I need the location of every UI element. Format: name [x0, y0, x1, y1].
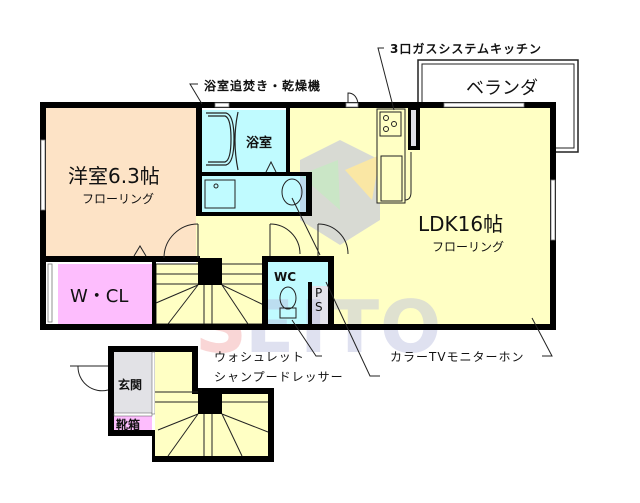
bathroom-floor	[202, 110, 286, 172]
callout-washlet: ウォシュレット	[214, 350, 305, 364]
washing-machine-pan	[281, 178, 321, 256]
kitchen-pillar	[411, 110, 416, 146]
callout-system-kitchen: 3口ガスシステムキッチン	[390, 42, 542, 56]
western-room-floor	[46, 108, 196, 258]
wcl-floor	[58, 264, 152, 324]
callout-leaders	[189, 47, 553, 377]
ldk-label: LDK16帖	[418, 212, 504, 236]
western-room-floor-type: フローリング	[82, 192, 155, 206]
callout-bath-dryer: 浴室追焚き・乾燥機	[204, 79, 322, 93]
callout-shampoo-dresser: シャンプードレッサー	[214, 370, 344, 384]
windows	[40, 102, 556, 323]
bathtub	[206, 111, 239, 171]
wcl-label: W・CL	[70, 286, 129, 307]
entrance-label: 玄関	[118, 378, 143, 392]
stairs-core	[198, 258, 222, 285]
ldk-floor-type: フローリング	[432, 240, 505, 254]
doors	[70, 92, 359, 392]
ps-label: P S	[315, 286, 323, 314]
callout-tv-intercom: カラーTVモニターホン	[390, 350, 525, 364]
bathroom-label: 浴室	[246, 136, 273, 151]
shoe-cabinet-label: 靴箱	[116, 418, 141, 432]
ps-label-top: P	[315, 286, 323, 300]
toilet-fixture	[279, 286, 297, 319]
ps-label-bottom: S	[315, 300, 323, 314]
veranda-label: ベランダ	[466, 78, 538, 99]
kitchen-counter	[376, 108, 412, 204]
wc-label: WC	[274, 270, 297, 284]
ps-floor	[312, 286, 328, 324]
washbasin-vanity	[204, 179, 236, 209]
western-room-label: 洋室6.3帖	[68, 164, 160, 188]
lower-floor	[108, 346, 274, 462]
